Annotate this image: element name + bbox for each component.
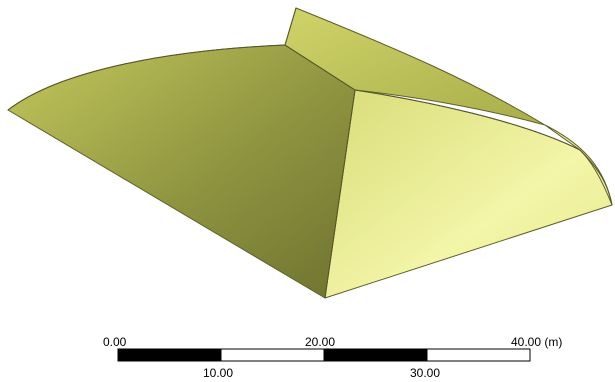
scale-segment-1 bbox=[117, 348, 222, 362]
scale-bar bbox=[117, 348, 531, 362]
scale-segment-3 bbox=[323, 348, 428, 362]
scale-label-30: 30.00 bbox=[410, 366, 441, 380]
scale-label-40: 40.00 (m) bbox=[511, 335, 563, 349]
scale-segment-4 bbox=[426, 348, 531, 362]
ridge-line bbox=[7, 7, 297, 111]
roof-face-top[interactable] bbox=[284, 7, 546, 126]
scale-label-0: 0.00 bbox=[103, 335, 127, 349]
eave-line bbox=[354, 89, 613, 206]
scale-label-10: 10.00 bbox=[203, 366, 234, 380]
roof-face-right[interactable] bbox=[324, 89, 613, 299]
scale-segment-2 bbox=[220, 348, 325, 362]
scale-label-20: 20.00 bbox=[305, 335, 336, 349]
